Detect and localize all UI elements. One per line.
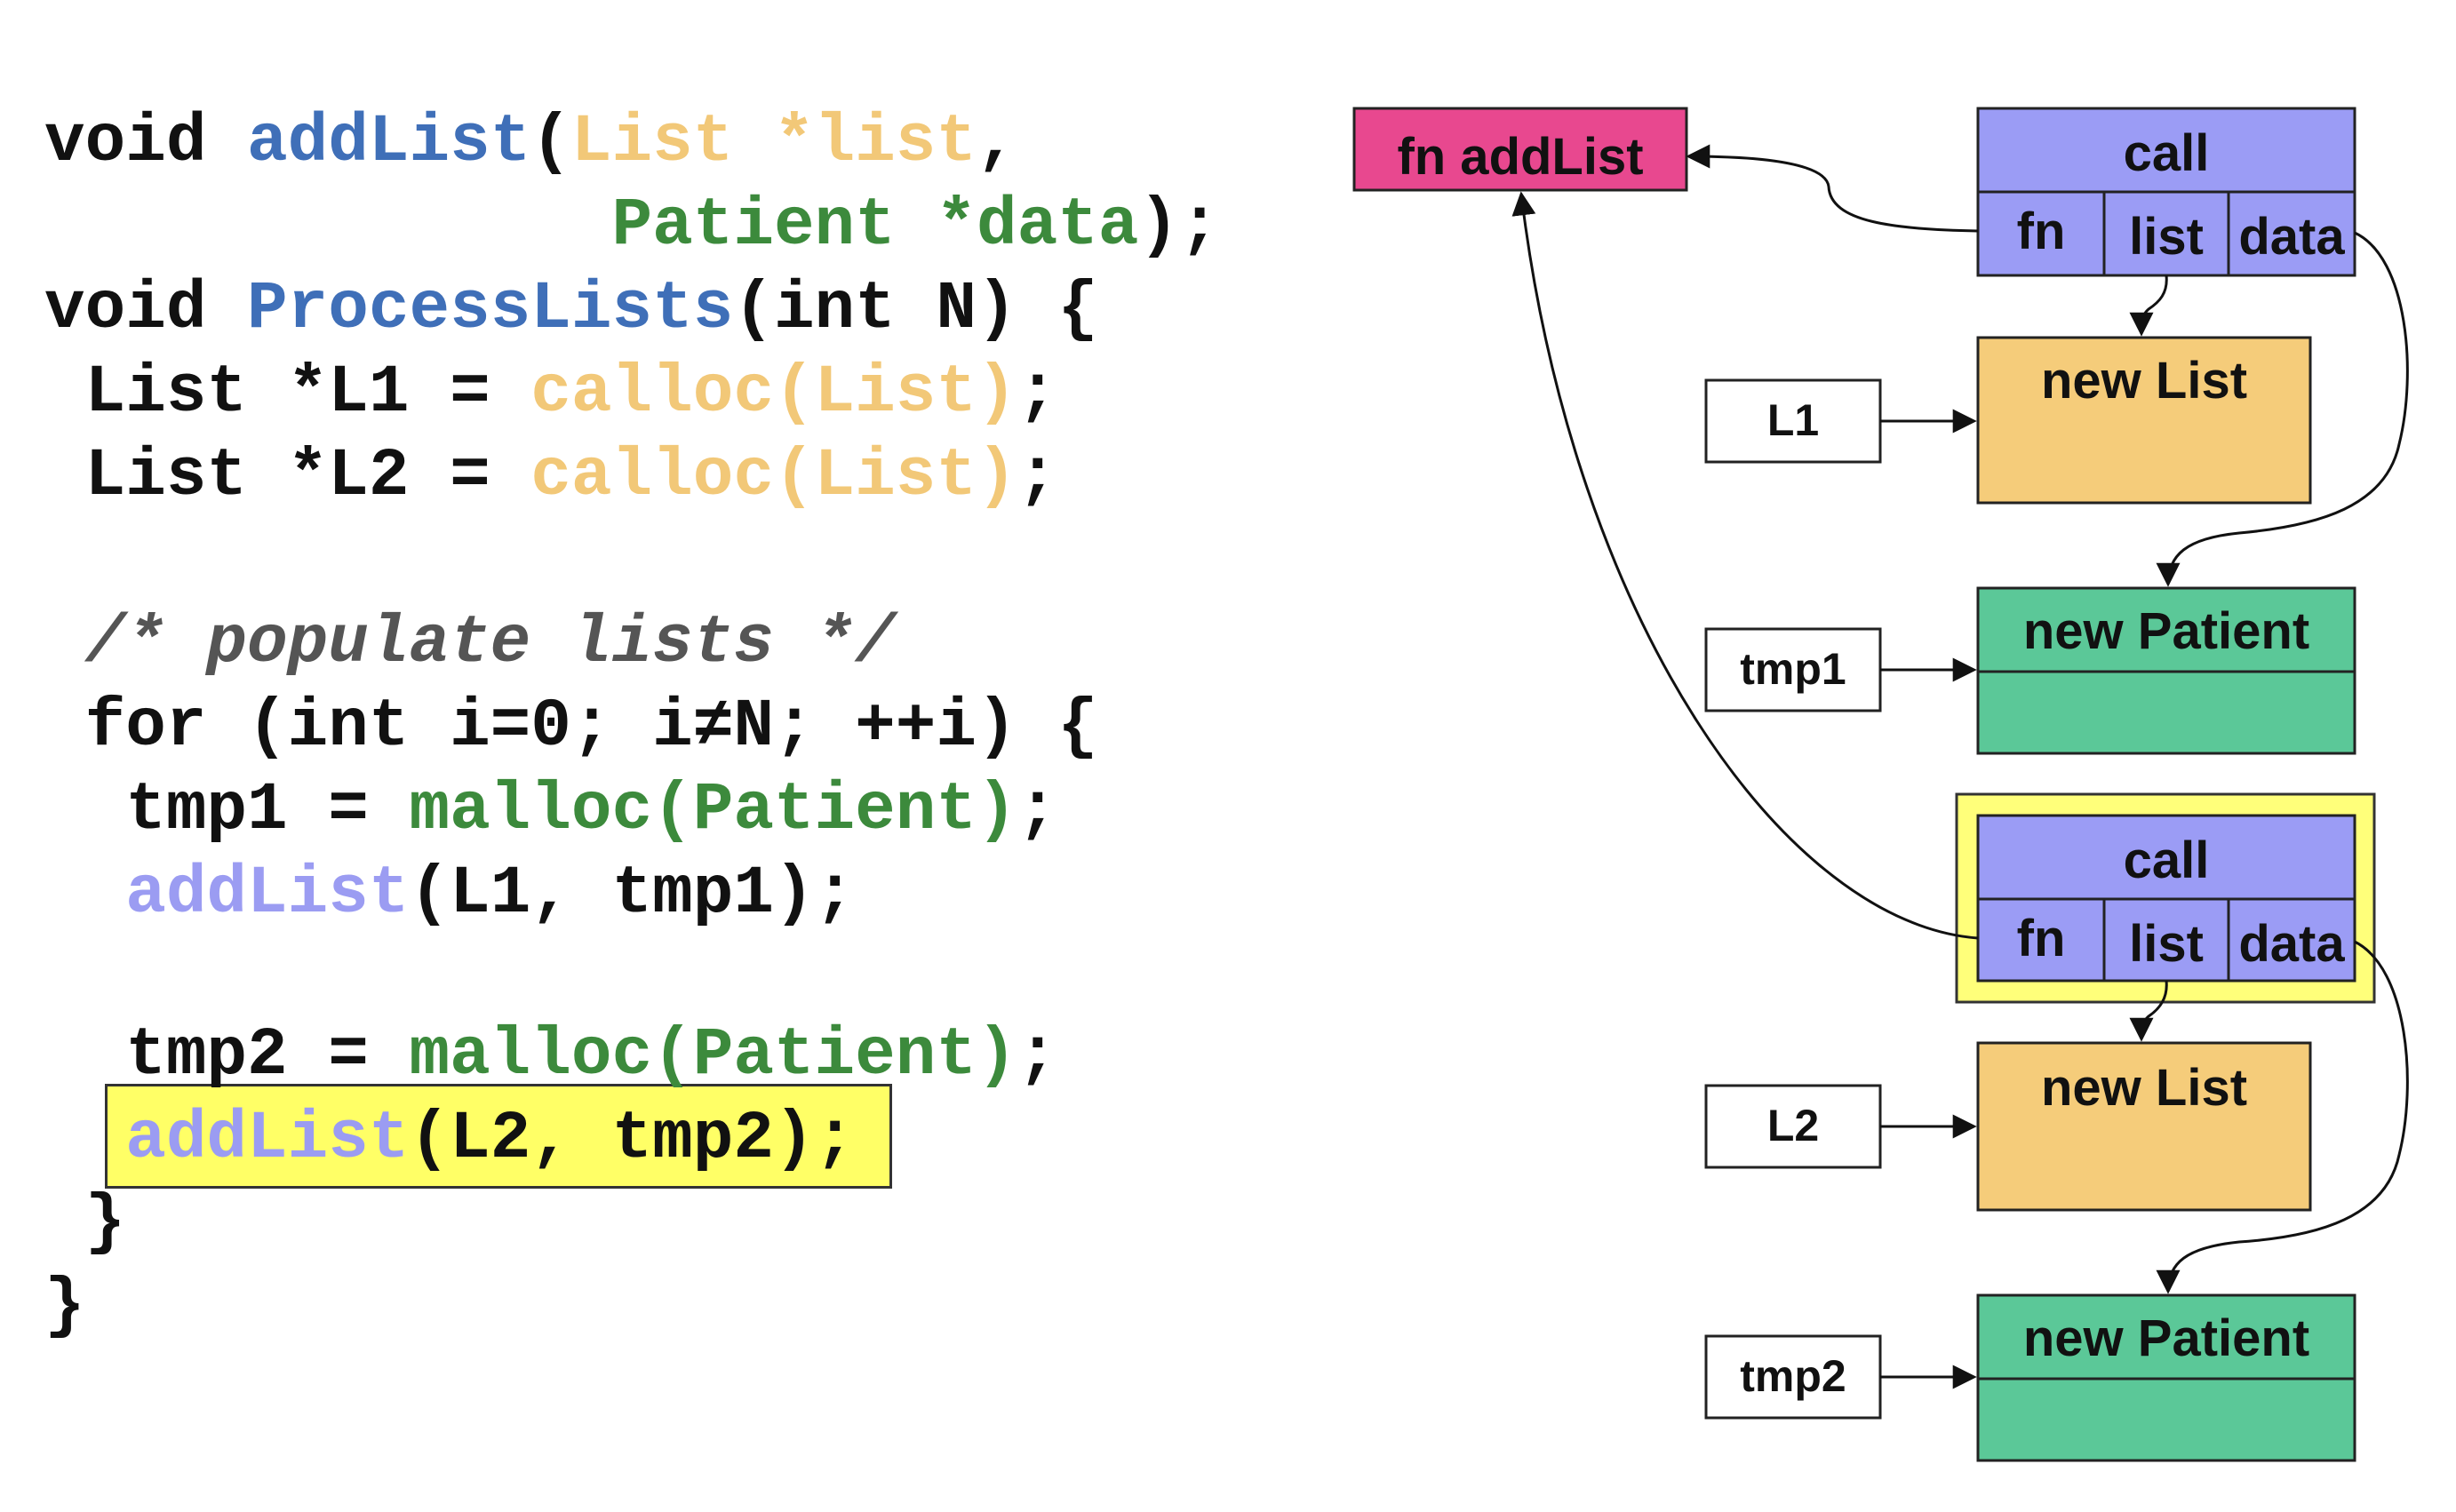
code-line: tmp2 = malloc(Patient); — [44, 1022, 1057, 1089]
code-token: malloc(Patient) — [409, 1017, 1017, 1094]
arrow-call2-fn — [1511, 191, 1979, 940]
arrow-call2-data — [2156, 940, 2409, 1294]
highlighted-line-box — [105, 1084, 892, 1189]
code-line: void ProcessLists(int N) { — [44, 275, 1098, 343]
arrow-call1-list — [2129, 275, 2168, 337]
fn-addlist-label: fn addList — [1397, 128, 1643, 186]
var-l2-box: L2 — [1704, 1084, 1882, 1169]
code-token: , — [977, 104, 1017, 180]
code-token: List *L1 = — [44, 354, 531, 431]
code-token: Patient *data — [611, 187, 1139, 264]
call-field-data-1: data — [2238, 208, 2345, 266]
new-patient-label-2: new Patient — [2023, 1309, 2309, 1367]
code-line: addList(L1, tmp1); — [44, 860, 855, 927]
code-token: tmp2 = — [44, 1017, 410, 1094]
code-line: List *L2 = calloc(List); — [44, 442, 1058, 510]
code-token: } — [44, 1184, 126, 1261]
code-token: List *L2 = — [44, 438, 531, 514]
code-token: ; — [1017, 1017, 1058, 1094]
call-field-fn-2: fn — [2017, 910, 2066, 967]
call-field-list-2: list — [2129, 915, 2204, 973]
fn-addlist-box: fn addList — [1352, 107, 1688, 192]
code-token: ); — [1138, 187, 1220, 264]
code-token: (L2, tmp2); — [409, 1101, 856, 1177]
code-token: ; — [1017, 354, 1058, 431]
code-token: for (int i=0; i≠N; ++i) { — [44, 688, 1098, 765]
var-l1-box: L1 — [1704, 378, 1882, 464]
code-line: /* populate lists */ — [44, 609, 896, 677]
var-l1-label: L1 — [1767, 395, 1819, 445]
arrows — [1511, 144, 2409, 1389]
code-token: ( — [530, 104, 571, 180]
new-patient-box-2: new Patient — [1976, 1293, 2356, 1462]
code-line: } — [44, 1189, 126, 1256]
code-line: tmp1 = malloc(Patient); — [44, 776, 1057, 844]
code-line: Patient *data); — [44, 192, 1220, 259]
new-patient-box-1: new Patient — [1976, 586, 2356, 755]
call-label-2: call — [2124, 832, 2210, 889]
call-field-fn-1: fn — [2017, 203, 2066, 260]
call-field-data-2: data — [2238, 915, 2345, 973]
call-record-2: call fn list data — [1976, 814, 2356, 983]
call-label-1: call — [2124, 124, 2210, 182]
code-line: } — [44, 1272, 85, 1340]
code-token: ; — [1017, 772, 1058, 848]
code-token: addList — [247, 104, 531, 180]
code-token: List *list — [570, 104, 977, 180]
arrow-call1-fn — [1686, 144, 1979, 233]
code-token: calloc(List) — [530, 438, 1017, 514]
code-line: List *L1 = calloc(List); — [44, 359, 1058, 426]
code-token: ; — [1017, 438, 1058, 514]
new-list-label-2: new List — [2041, 1059, 2247, 1117]
var-l2-label: L2 — [1767, 1101, 1819, 1150]
code-token: addList — [125, 855, 410, 932]
var-tmp1-box: tmp1 — [1704, 627, 1882, 712]
code-panel: void addList(List *list, Patient *data);… — [44, 108, 1220, 1340]
code-token: } — [44, 1268, 85, 1344]
code-token: malloc(Patient) — [409, 772, 1017, 848]
code-token: void — [44, 104, 248, 180]
code-token: calloc(List) — [530, 354, 1017, 431]
code-line: for (int i=0; i≠N; ++i) { — [44, 693, 1098, 760]
code-token: addList — [125, 1101, 410, 1177]
var-tmp2-box: tmp2 — [1704, 1334, 1882, 1420]
code-token: /* populate lists */ — [44, 605, 896, 681]
new-list-label-1: new List — [2041, 352, 2247, 410]
code-token: void — [44, 271, 248, 347]
new-patient-label-1: new Patient — [2023, 602, 2309, 660]
arrow-call1-data — [2156, 231, 2409, 587]
call-field-list-1: list — [2129, 208, 2204, 266]
code-token: ProcessLists — [247, 271, 734, 347]
arrow-call2-list — [2129, 980, 2168, 1042]
code-token: (int N) { — [733, 271, 1098, 347]
var-tmp1-label: tmp1 — [1740, 644, 1846, 694]
code-token: tmp1 = — [44, 772, 410, 848]
var-tmp2-label: tmp2 — [1740, 1351, 1846, 1401]
new-list-box-2: new List — [1976, 1041, 2312, 1212]
new-list-box-1: new List — [1976, 336, 2312, 505]
code-token: (L1, tmp1); — [409, 855, 856, 932]
call-record-1: call fn list data — [1976, 107, 2356, 277]
code-line: void addList(List *list, — [44, 108, 1017, 176]
code-line-highlighted: addList(L2, tmp2); — [44, 1105, 855, 1173]
